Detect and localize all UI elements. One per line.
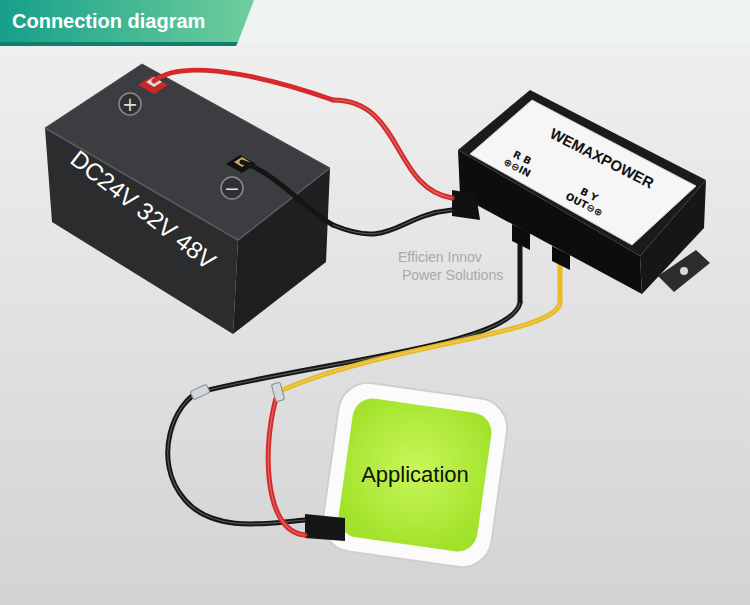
wire-highlight bbox=[278, 303, 560, 392]
wire-highlight bbox=[168, 303, 520, 524]
wire-connector bbox=[333, 210, 452, 234]
polarity-circle bbox=[221, 177, 243, 199]
battery-drawing bbox=[45, 64, 333, 334]
cable-boot bbox=[452, 190, 480, 220]
battery-node: + −DC24V 32V 48V bbox=[38, 62, 333, 337]
wire-connector bbox=[333, 100, 452, 198]
wire-connector bbox=[268, 303, 560, 535]
polarity-mark: + bbox=[122, 95, 138, 114]
cable-boot bbox=[512, 224, 530, 250]
banner-shadow bbox=[0, 42, 238, 46]
wire-highlight bbox=[333, 210, 452, 234]
cable-boot bbox=[552, 246, 570, 270]
red-lead bbox=[154, 70, 333, 100]
diagram-title: Connection diagram bbox=[12, 11, 205, 31]
title-banner bbox=[0, 0, 254, 42]
wire-highlight bbox=[268, 392, 305, 535]
watermark: Efficien Innov bbox=[398, 250, 482, 264]
crimp-connector bbox=[271, 382, 284, 402]
battery-left-face bbox=[45, 128, 238, 334]
polarity-circle bbox=[119, 93, 141, 115]
wire bbox=[333, 100, 452, 198]
device-name: Application bbox=[361, 464, 469, 486]
black-lead bbox=[242, 162, 333, 225]
application-drawing bbox=[305, 379, 511, 571]
crimp-connector bbox=[190, 384, 210, 400]
wire bbox=[333, 210, 452, 234]
voltage-rating: DC24V 32V 48V bbox=[66, 146, 220, 273]
converter-top bbox=[458, 90, 706, 256]
mounting-hole bbox=[680, 267, 688, 275]
device-shell bbox=[319, 379, 511, 571]
polarity-mark: − bbox=[224, 179, 240, 198]
wire bbox=[168, 303, 520, 524]
converter-label bbox=[470, 100, 696, 245]
battery-right-face bbox=[233, 168, 330, 334]
header-band bbox=[0, 0, 750, 44]
wire bbox=[278, 303, 560, 392]
application-node: Application bbox=[305, 378, 520, 573]
wire-highlight bbox=[333, 100, 452, 198]
cable-boot bbox=[305, 514, 345, 541]
wire-connector bbox=[168, 303, 520, 524]
device-panel bbox=[336, 396, 494, 554]
black-lead bbox=[518, 236, 523, 303]
wire bbox=[268, 392, 305, 535]
watermark: Power Solutions bbox=[402, 268, 503, 282]
brand-label: WEMAXPOWER bbox=[548, 125, 657, 190]
